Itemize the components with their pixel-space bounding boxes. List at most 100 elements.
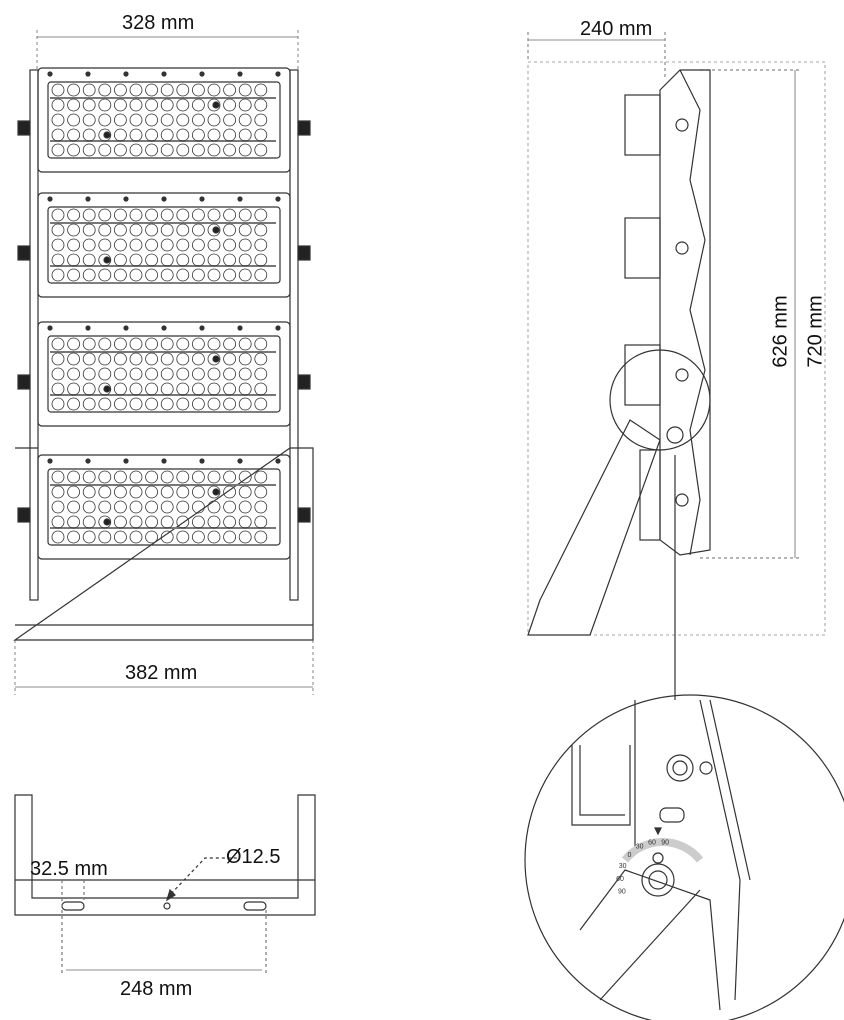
led <box>82 352 96 366</box>
led <box>176 500 190 514</box>
led <box>160 500 174 514</box>
led <box>160 367 174 381</box>
led <box>207 530 221 544</box>
led <box>254 128 268 142</box>
led <box>191 470 205 484</box>
led <box>82 268 96 282</box>
led <box>129 208 143 222</box>
led <box>191 143 205 157</box>
led <box>98 113 112 127</box>
led <box>98 98 112 112</box>
led <box>129 113 143 127</box>
led <box>207 470 221 484</box>
led <box>160 143 174 157</box>
led <box>145 470 159 484</box>
led <box>254 397 268 411</box>
led <box>129 238 143 252</box>
led <box>191 337 205 351</box>
led <box>223 470 237 484</box>
led <box>160 530 174 544</box>
led <box>129 382 143 396</box>
led <box>82 143 96 157</box>
dim-240-label: 240 mm <box>580 18 653 40</box>
led <box>207 367 221 381</box>
led <box>145 128 159 142</box>
led <box>254 253 268 267</box>
led <box>98 530 112 544</box>
led <box>223 113 237 127</box>
led <box>238 500 252 514</box>
led <box>254 470 268 484</box>
led <box>82 485 96 499</box>
led <box>98 500 112 514</box>
led <box>82 128 96 142</box>
led <box>129 500 143 514</box>
led <box>67 268 80 282</box>
led <box>114 208 127 222</box>
led <box>51 382 65 396</box>
led <box>207 113 221 127</box>
led <box>176 382 190 396</box>
led <box>191 83 205 97</box>
led <box>129 223 143 237</box>
led <box>51 128 65 142</box>
led <box>191 223 205 237</box>
led <box>207 268 221 282</box>
led-module <box>17 454 311 560</box>
led <box>238 397 252 411</box>
led <box>176 208 190 222</box>
led <box>176 352 190 366</box>
led <box>51 98 65 112</box>
led <box>129 367 143 381</box>
led <box>191 382 205 396</box>
led <box>82 253 96 267</box>
led <box>207 485 221 499</box>
led <box>114 253 127 267</box>
led <box>98 397 112 411</box>
led <box>176 83 190 97</box>
led <box>238 83 252 97</box>
led <box>67 143 80 157</box>
led <box>82 470 96 484</box>
led <box>238 268 252 282</box>
led <box>51 352 65 366</box>
led <box>160 208 174 222</box>
led <box>191 500 205 514</box>
led <box>238 223 252 237</box>
dim-382 <box>14 640 314 695</box>
led <box>114 500 127 514</box>
led <box>191 530 205 544</box>
led <box>176 268 190 282</box>
led <box>145 367 159 381</box>
led <box>98 223 112 237</box>
led <box>129 397 143 411</box>
led <box>176 397 190 411</box>
led <box>67 337 80 351</box>
led <box>129 128 143 142</box>
led <box>223 143 237 157</box>
led <box>114 83 127 97</box>
led <box>238 253 252 267</box>
led <box>98 83 112 97</box>
led <box>67 515 80 529</box>
led <box>114 382 127 396</box>
led <box>145 83 159 97</box>
side-view <box>527 32 826 700</box>
led <box>67 500 80 514</box>
led <box>238 485 252 499</box>
led <box>129 83 143 97</box>
led <box>82 500 96 514</box>
led <box>176 113 190 127</box>
led <box>223 268 237 282</box>
led <box>238 238 252 252</box>
led <box>114 113 127 127</box>
dim-32-5-label: 32.5 mm <box>30 858 108 880</box>
led <box>160 83 174 97</box>
led <box>51 485 65 499</box>
led <box>114 470 127 484</box>
led <box>207 223 221 237</box>
bracket-view <box>14 794 316 975</box>
led <box>223 485 237 499</box>
led <box>67 128 80 142</box>
led <box>238 113 252 127</box>
